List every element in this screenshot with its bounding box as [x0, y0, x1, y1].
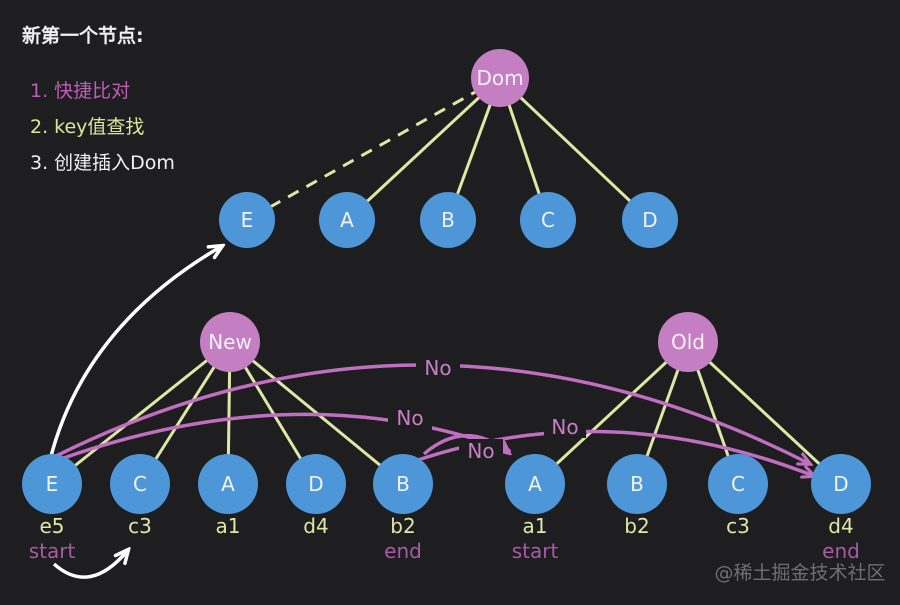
pointer-new-start: start [29, 539, 76, 563]
node-dom-root [471, 49, 529, 107]
edge-new-e [51, 340, 231, 486]
no-label-e-d: No [424, 356, 451, 380]
node-old-a [505, 454, 565, 514]
step-2: 2. key值查找 [30, 116, 144, 138]
node-new-a [198, 454, 258, 514]
watermark: @稀土掘金技术社区 [714, 562, 885, 584]
key-new-d4: d4 [303, 514, 328, 538]
no-label-e-a: No [396, 406, 423, 430]
node-old-b-label: B [630, 472, 644, 496]
key-old-c3: c3 [726, 514, 750, 538]
node-new-b-label: B [396, 472, 410, 496]
no-label-b-d: No [551, 415, 578, 439]
start-pointer-move-arrow [52, 550, 128, 579]
node-dom-a-label: A [340, 208, 354, 232]
node-old-a-label: A [528, 472, 542, 496]
edge-old-a [533, 340, 690, 486]
key-old-a1: a1 [523, 514, 548, 538]
node-dom-root-label: Dom [476, 66, 523, 90]
node-old-c-label: C [731, 472, 745, 496]
pointer-old-end: end [822, 539, 860, 563]
node-new-d-label: D [308, 472, 323, 496]
node-new-c-label: C [133, 472, 147, 496]
node-old-b [607, 454, 667, 514]
node-old-c [708, 454, 768, 514]
edge-dom-e-dashed [246, 76, 501, 222]
node-dom-e [219, 192, 275, 248]
no-label-mask-2 [388, 406, 432, 430]
no-label-mask-1 [416, 356, 460, 380]
node-dom-b [420, 192, 476, 248]
node-new-c [110, 454, 170, 514]
node-new-root [200, 312, 260, 372]
node-new-d [286, 454, 346, 514]
node-old-root-label: Old [671, 330, 705, 354]
node-dom-e-label: E [241, 208, 254, 232]
node-dom-c [520, 192, 576, 248]
node-dom-d [622, 192, 678, 248]
edge-dom-a [345, 76, 502, 222]
node-old-root [658, 312, 718, 372]
no-label-mask-4 [459, 439, 503, 462]
node-new-a-label: A [221, 472, 235, 496]
key-old-d4: d4 [828, 514, 853, 538]
key-new-b2: b2 [390, 514, 415, 538]
no-label-b-a: No [467, 439, 494, 463]
node-new-b [373, 454, 433, 514]
node-dom-b-label: B [441, 208, 455, 232]
step-3: 3. 创建插入Dom [30, 152, 175, 174]
node-old-d [811, 454, 871, 514]
node-old-d-label: D [833, 472, 848, 496]
node-new-e-label: E [46, 472, 59, 496]
page-title: 新第一个节点: [22, 24, 144, 47]
key-new-c3: c3 [128, 514, 152, 538]
node-dom-c-label: C [541, 208, 555, 232]
node-dom-a [319, 192, 375, 248]
step-1: 1. 快捷比对 [30, 80, 130, 102]
compare-arrow-e-to-oldstart-a [57, 412, 508, 462]
no-label-mask-3 [544, 415, 586, 438]
insert-e-arrow [48, 246, 222, 461]
key-new-a1: a1 [216, 514, 241, 538]
edge-dom-d [498, 76, 652, 222]
key-old-b2: b2 [624, 514, 649, 538]
edge-old-d [686, 340, 843, 486]
pointer-old-start: start [512, 539, 559, 563]
key-new-e5: e5 [39, 514, 64, 538]
node-new-e [22, 454, 82, 514]
pointer-new-end: end [384, 539, 422, 563]
node-dom-d-label: D [642, 208, 657, 232]
node-new-root-label: New [208, 330, 252, 354]
